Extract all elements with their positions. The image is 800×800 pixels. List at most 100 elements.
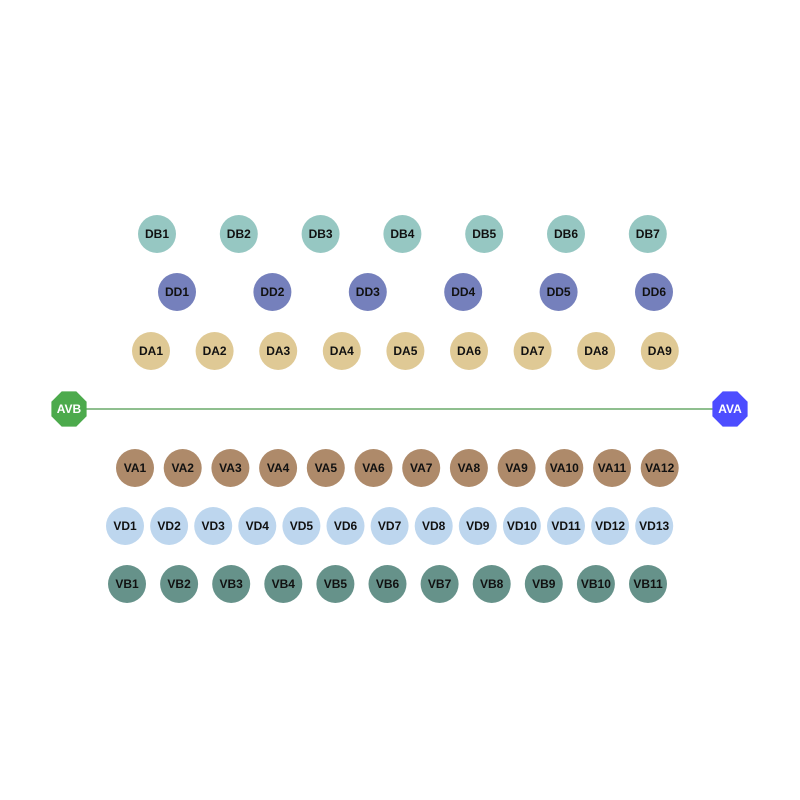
node-label: DA5 (393, 344, 417, 358)
hub-octagon (51, 391, 87, 427)
node-vb7: VB7 (420, 565, 459, 603)
node-label: DB4 (390, 227, 414, 241)
node-label: DB5 (472, 227, 496, 241)
node-label: VB7 (428, 577, 452, 591)
node-db2: DB2 (219, 215, 258, 253)
node-vd7: VD7 (370, 507, 409, 545)
node-circle (259, 449, 298, 487)
node-circle (322, 332, 361, 370)
node-circle (138, 215, 176, 253)
node-circle (497, 449, 536, 487)
node-circle (212, 565, 251, 603)
node-circle (524, 565, 563, 603)
node-circle (502, 507, 541, 545)
node-circle (640, 332, 679, 370)
node-label: VD3 (202, 519, 226, 533)
hub-node-ava: AVA (712, 391, 748, 427)
node-label: VD1 (113, 519, 137, 533)
node-da9: DA9 (640, 332, 679, 370)
node-vd2: VD2 (150, 507, 189, 545)
node-circle (593, 449, 631, 487)
node-label: DD2 (260, 285, 284, 299)
node-label: VD11 (551, 519, 581, 533)
node-label: VD4 (246, 519, 270, 533)
node-da5: DA5 (386, 332, 425, 370)
node-label: VD12 (595, 519, 625, 533)
node-label: DB6 (554, 227, 578, 241)
node-label: VB11 (633, 577, 663, 591)
node-vb4: VB4 (264, 565, 303, 603)
node-label: VB8 (480, 577, 504, 591)
node-label: VD7 (378, 519, 402, 533)
node-da4: DA4 (322, 332, 361, 370)
node-label: VA10 (550, 461, 579, 475)
node-da8: DA8 (577, 332, 616, 370)
node-db7: DB7 (628, 215, 667, 253)
hub-octagon (712, 391, 748, 427)
node-vb8: VB8 (472, 565, 511, 603)
node-circle (547, 215, 585, 253)
node-label: VB9 (532, 577, 556, 591)
node-da3: DA3 (259, 332, 298, 370)
node-circle (449, 449, 488, 487)
node-circle (577, 332, 616, 370)
node-circle (195, 332, 234, 370)
node-label: VD2 (157, 519, 181, 533)
node-vb6: VB6 (368, 565, 407, 603)
node-circle (354, 449, 393, 487)
node-va4: VA4 (259, 449, 298, 487)
node-dd5: DD5 (539, 273, 578, 311)
node-label: DA2 (203, 344, 227, 358)
node-circle (108, 565, 146, 603)
node-label: VA3 (219, 461, 242, 475)
node-circle (628, 215, 667, 253)
node-label: VA4 (267, 461, 290, 475)
node-label: VB1 (115, 577, 139, 591)
node-vb10: VB10 (576, 565, 615, 603)
node-vd3: VD3 (194, 507, 233, 545)
node-db6: DB6 (547, 215, 585, 253)
node-label: DD4 (451, 285, 475, 299)
node-circle (450, 332, 488, 370)
node-label: VD9 (466, 519, 490, 533)
node-circle (370, 507, 409, 545)
node-label: DA9 (648, 344, 672, 358)
node-vb3: VB3 (212, 565, 251, 603)
node-circle (282, 507, 321, 545)
node-da7: DA7 (513, 332, 552, 370)
node-dd3: DD3 (348, 273, 387, 311)
node-va10: VA10 (545, 449, 584, 487)
node-va2: VA2 (163, 449, 202, 487)
node-vd1: VD1 (106, 507, 144, 545)
node-circle (635, 507, 674, 545)
node-db5: DB5 (465, 215, 504, 253)
node-circle (211, 449, 250, 487)
node-vd8: VD8 (414, 507, 453, 545)
node-circle (576, 565, 615, 603)
node-circle (386, 332, 425, 370)
node-label: VA12 (645, 461, 674, 475)
node-label: DD6 (642, 285, 666, 299)
node-vd12: VD12 (591, 507, 630, 545)
hub-node-avb: AVB (51, 391, 87, 427)
node-circle (629, 565, 667, 603)
node-label: VA2 (171, 461, 194, 475)
node-label: VA1 (124, 461, 147, 475)
node-circle (640, 449, 679, 487)
node-circle (635, 273, 673, 311)
node-dd4: DD4 (444, 273, 483, 311)
node-circle (539, 273, 578, 311)
node-circle (301, 215, 340, 253)
node-vd4: VD4 (238, 507, 277, 545)
node-circle (264, 565, 303, 603)
node-db3: DB3 (301, 215, 340, 253)
node-circle (420, 565, 459, 603)
node-circle (163, 449, 202, 487)
node-circle (348, 273, 387, 311)
node-circle (316, 565, 355, 603)
hub-label: AVB (57, 402, 82, 416)
